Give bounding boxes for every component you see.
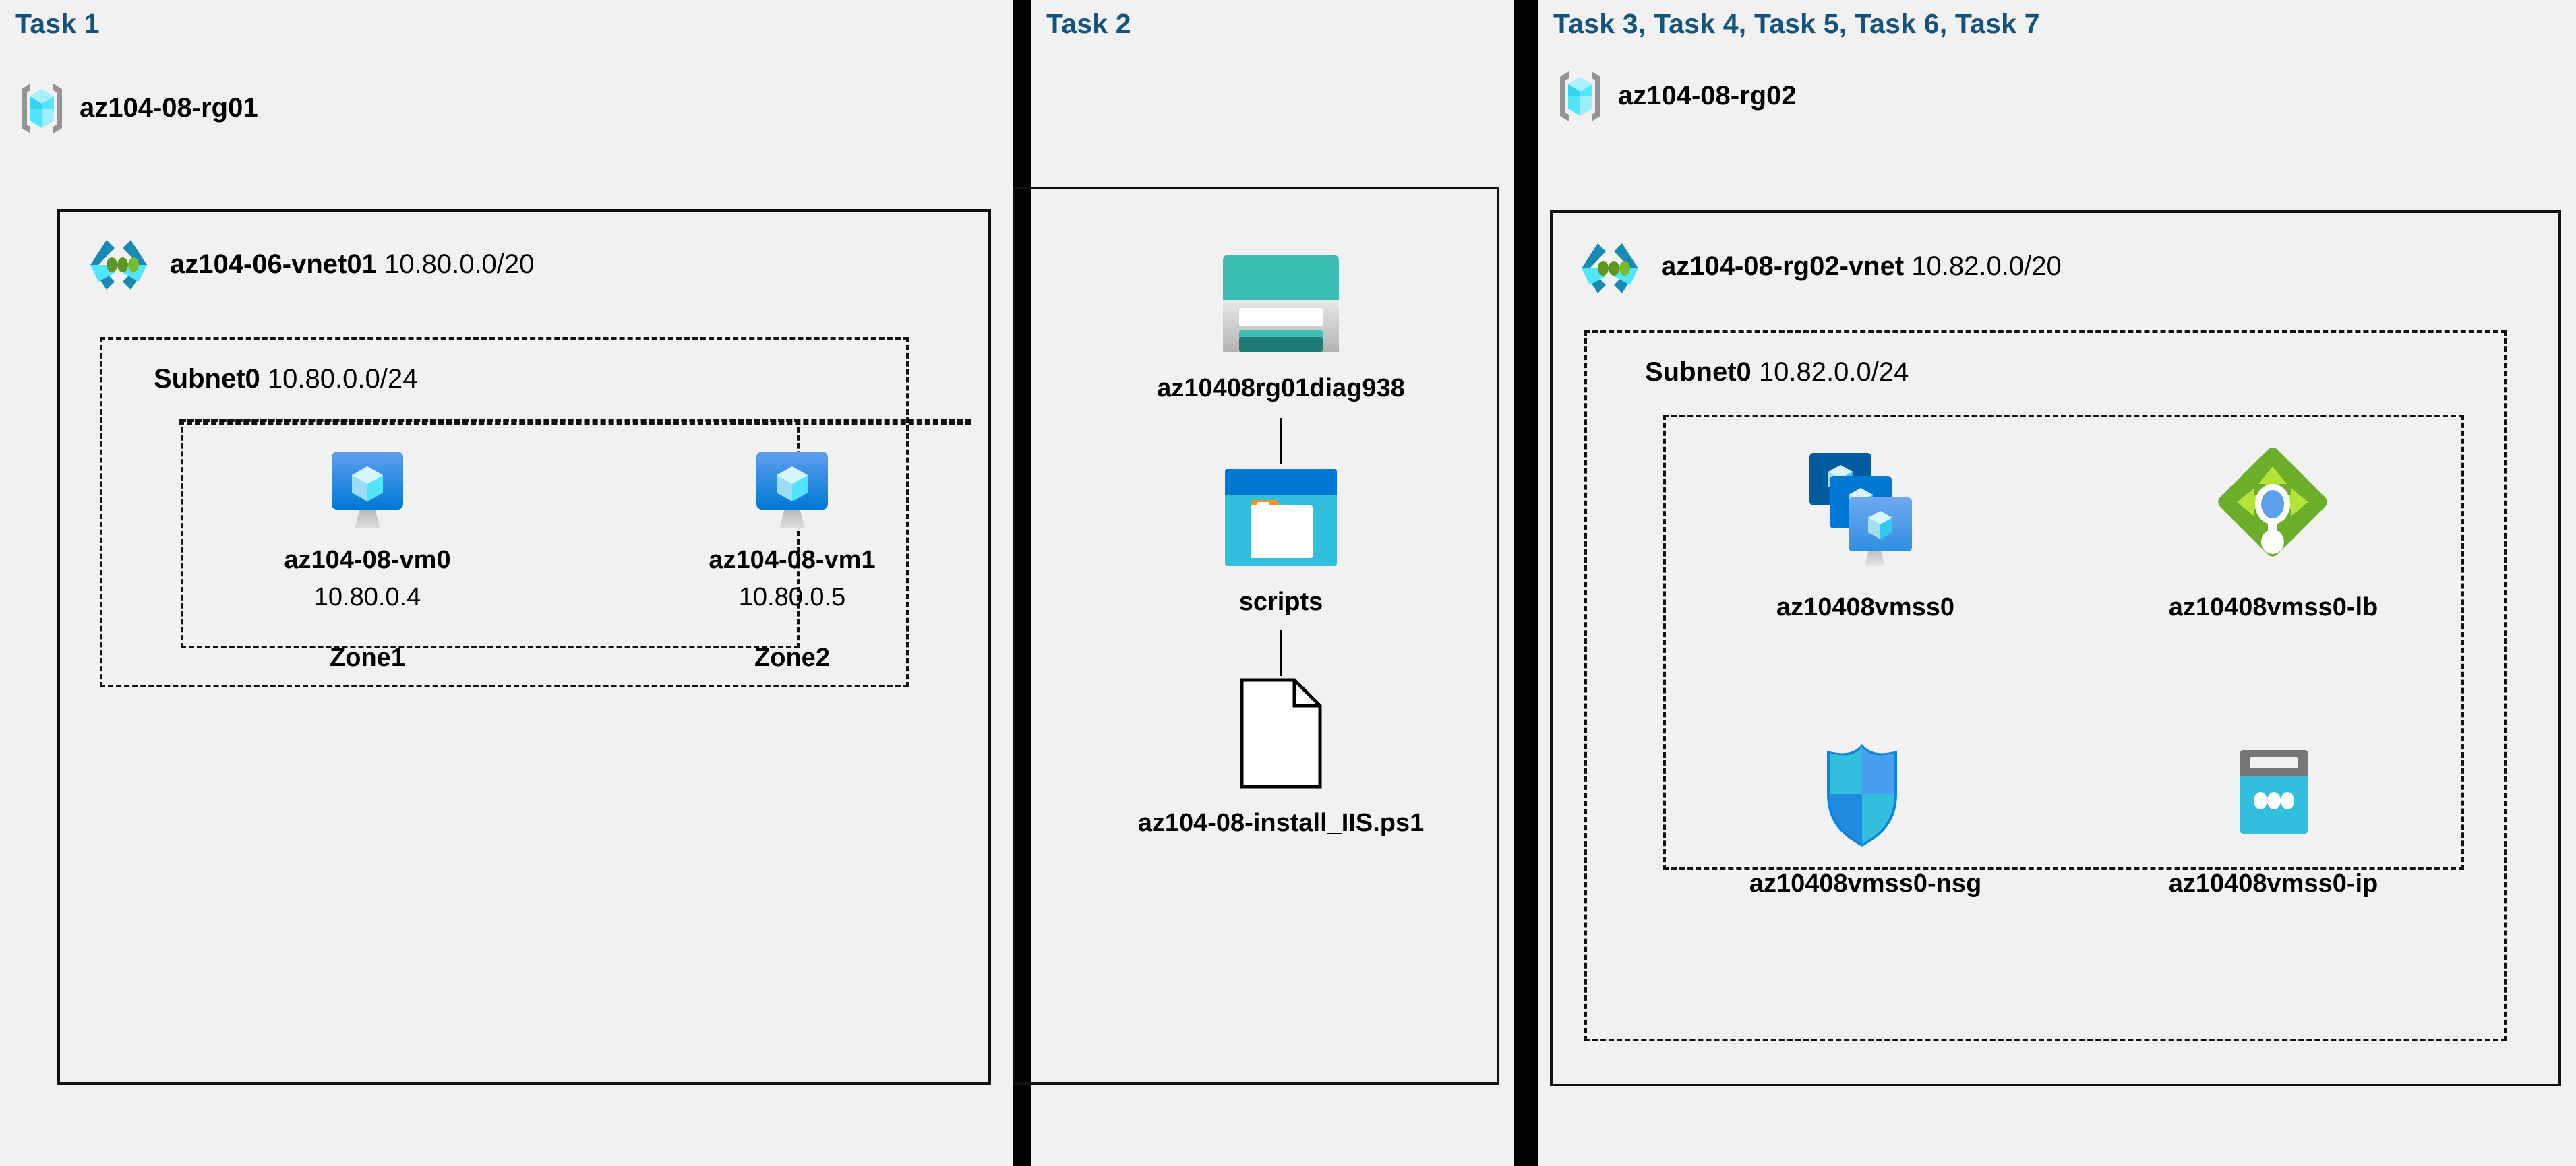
connector-storage-to-container: [1280, 418, 1282, 464]
resource-group-icon: [19, 80, 65, 137]
node-label-storage-account: az10408rg01diag938: [1157, 374, 1405, 402]
node-label-ps1-file: az104-08-install_IIS.ps1: [1137, 809, 1425, 837]
network-security-group-icon: [1822, 741, 1903, 849]
resource-group-icon: [1557, 67, 1603, 125]
public-ip-address-icon: [2238, 748, 2310, 836]
resource-group-name-2: az104-08-rg02: [1618, 81, 1797, 111]
vnet-boundary-2: [1550, 210, 2561, 1086]
availability-zone-group: [181, 419, 800, 648]
vnet-name-1: az104-06-vnet01: [170, 249, 377, 279]
connector-container-to-file: [1280, 630, 1282, 676]
subnet-name-2: Subnet0: [1645, 357, 1751, 387]
node-label-vm0: az104-08-vm0: [284, 546, 451, 574]
file-icon: [1239, 677, 1323, 789]
virtual-machine-icon: [755, 450, 829, 530]
node-label-blob-container: scripts: [1238, 588, 1323, 616]
vm-scale-set-icon: [1807, 450, 1921, 568]
vnet-cidr-1: 10.80.0.0/20: [384, 249, 535, 279]
task-2-label: Task 2: [1046, 8, 1131, 39]
load-balancer-icon: [2213, 442, 2333, 562]
node-label-load-balancer: az10408vmss0-lb: [2168, 593, 2378, 621]
panel-divider-left: [1013, 0, 1031, 1166]
vnet-title-1: az104-06-vnet01 10.80.0.0/20: [170, 249, 534, 280]
resource-group-title-2: az104-08-rg02: [1618, 81, 1797, 111]
panel-task-3-to-7: Task 3, Task 4, Task 5, Task 6, Task 7 a…: [1538, 0, 2576, 1166]
task-2-content-boundary: [1013, 187, 1499, 1085]
node-zone-vm0: Zone1: [330, 644, 405, 672]
node-ip-vm1: 10.80.0.5: [738, 583, 846, 611]
node-label-public-ip: az10408vmss0-ip: [2168, 869, 2378, 898]
subnet-boundary-1: [100, 337, 909, 687]
panel-task-2: Task 2: [1013, 0, 1537, 1166]
virtual-network-icon: [88, 236, 150, 294]
subnet-cidr-2: 10.82.0.0/24: [1758, 357, 1909, 387]
resource-group-title: az104-08-rg01: [80, 93, 258, 123]
subnet-resources-group: [1663, 415, 2464, 870]
subnet-title-2: Subnet0 10.82.0.0/24: [1645, 357, 1909, 388]
subnet-boundary-2: [1584, 330, 2507, 1041]
subnet-cidr-1: 10.80.0.0/24: [267, 364, 418, 394]
vnet-name-2: az104-08-rg02-vnet: [1661, 251, 1905, 281]
subnet-title-1: Subnet0 10.80.0.0/24: [154, 364, 417, 394]
storage-account-bottom-bar: [1239, 337, 1323, 352]
vnet-title-2: az104-08-rg02-vnet 10.82.0.0/20: [1661, 251, 2062, 282]
task-1-label: Task 1: [15, 8, 100, 39]
blob-container-icon: [1224, 468, 1338, 567]
vnet-boundary-1: [57, 209, 991, 1085]
node-ip-vm0: 10.80.0.4: [313, 583, 421, 611]
task-3-to-7-label: Task 3, Task 4, Task 5, Task 6, Task 7: [1553, 8, 2040, 39]
panel-task-1: Task 1 az104-08-rg01: [0, 0, 1013, 1166]
subnet-name-1: Subnet0: [154, 364, 260, 394]
node-label-vm1: az104-08-vm1: [709, 546, 876, 574]
node-label-nsg: az10408vmss0-nsg: [1749, 869, 1982, 898]
vnet-cidr-2: 10.82.0.0/20: [1911, 251, 2062, 281]
panel-divider-right: [1514, 0, 1538, 1166]
virtual-machine-icon: [330, 450, 405, 530]
virtual-network-icon: [1579, 239, 1641, 297]
node-zone-vm1: Zone2: [754, 644, 830, 672]
node-label-vmss: az10408vmss0: [1776, 593, 1955, 621]
resource-group-name: az104-08-rg01: [80, 93, 258, 123]
